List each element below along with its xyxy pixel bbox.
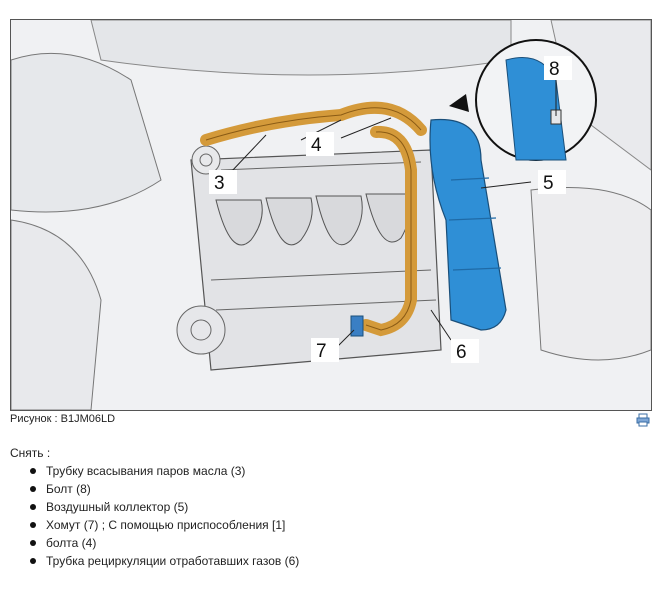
printer-icon[interactable] [636,413,650,427]
engine-illustration: 3 4 5 6 7 8 [11,20,651,410]
engine-diagram: 3 4 5 6 7 8 [10,19,652,411]
list-item: Трубку всасывания паров масла (3) [30,462,299,480]
callout-6: 6 [456,342,467,363]
callout-7: 7 [316,341,327,362]
callout-8: 8 [549,59,560,80]
callout-5: 5 [543,173,554,194]
figure-caption: Рисунок : B1JM06LD [10,413,116,425]
list-item: болта (4) [30,534,299,552]
list-item: Трубка рециркуляции отработавших газов (… [30,552,299,570]
callout-4: 4 [311,135,322,156]
list-item: Болт (8) [30,480,299,498]
callout-3: 3 [214,173,225,194]
removal-steps-list: Трубку всасывания паров масла (3) Болт (… [30,462,299,570]
remove-heading: Снять : [10,446,51,460]
list-item: Воздушный коллектор (5) [30,498,299,516]
list-item: Хомут (7) ; С помощью приспособления [1] [30,516,299,534]
